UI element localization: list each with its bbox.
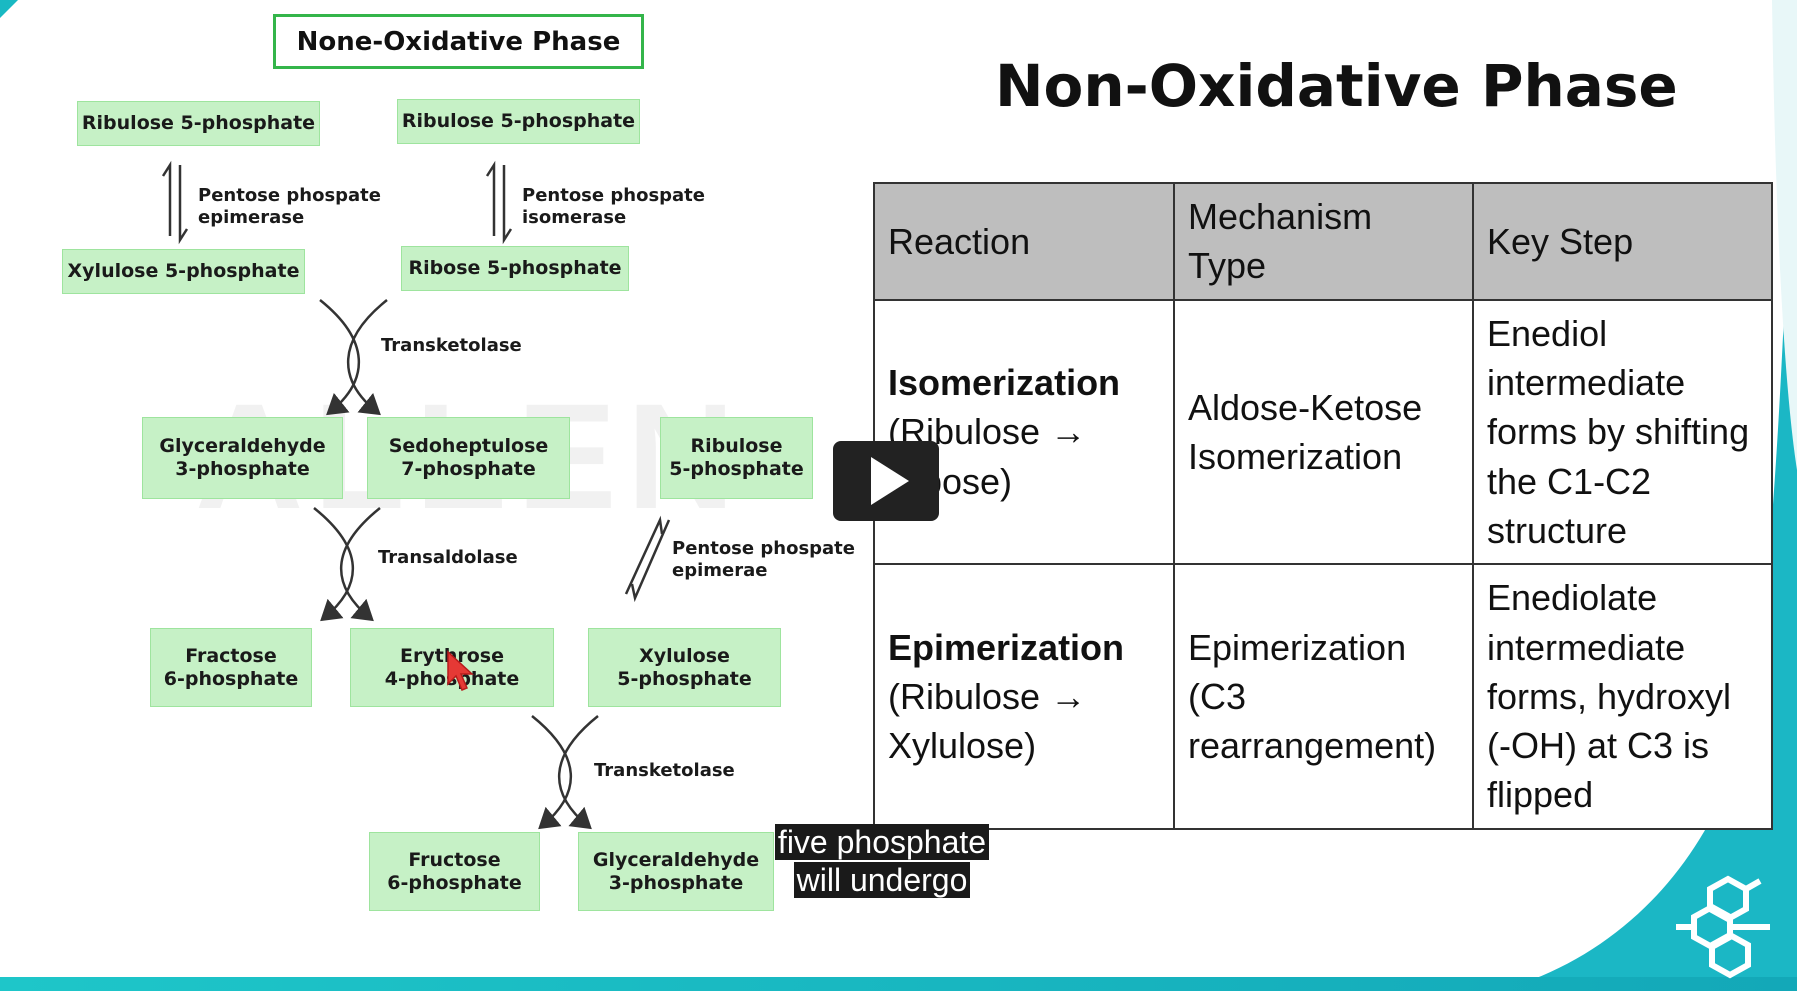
mechanism-cell: Epimerization (C3 rearrangement) xyxy=(1173,563,1474,830)
table-row: Isomerization(Ribulose → Ribose) Aldose-… xyxy=(873,298,1773,566)
box-sedoheptulose-7-phosphate: Sedoheptulose 7-phosphate xyxy=(367,417,570,499)
box-ribulose-5-phosphate-mid: Ribulose 5-phosphate xyxy=(660,417,813,499)
cursor-icon xyxy=(447,650,474,691)
reaction-cell: Epimerization (Ribulose → Xylulose) xyxy=(873,563,1175,830)
enzyme-isomerase: Pentose phospate isomerase xyxy=(522,185,705,228)
reaction-table: Reaction Mechanism Type Key Step Isomeri… xyxy=(873,182,1773,830)
reaction-detail: (Ribulose → Xylulose) xyxy=(888,675,1087,767)
video-caption: five phosphate will undergo xyxy=(772,823,992,899)
enzyme-transketolase-2: Transketolase xyxy=(594,760,735,781)
epimerase-right-arrow xyxy=(624,515,671,603)
pathway-arrows xyxy=(161,160,671,830)
box-ribose-5-phosphate: Ribose 5-phosphate xyxy=(401,246,629,291)
corner-accent xyxy=(0,0,18,18)
reaction-cell: Isomerization(Ribulose → Ribose) xyxy=(873,298,1175,566)
enzyme-transketolase-1: Transketolase xyxy=(381,335,522,356)
box-fractose-6-phosphate: Fractose 6-phosphate xyxy=(150,628,312,707)
box-glyceraldehyde-3-phosphate-mid: Glyceraldehyde 3-phosphate xyxy=(142,417,343,499)
key-step-cell: Enediol intermediate forms by shifting t… xyxy=(1472,298,1773,566)
hexagon-logo-icon xyxy=(1676,875,1770,979)
transketolase-2-arrow xyxy=(531,715,599,830)
play-icon xyxy=(871,457,909,505)
key-step-cell: Enediolate intermediate forms, hydroxyl … xyxy=(1472,563,1773,830)
reaction-name: Isomerization xyxy=(888,361,1121,403)
diagram-title: None-Oxidative Phase xyxy=(273,14,644,69)
box-xylulose-5-phosphate-top: Xylulose 5-phosphate xyxy=(62,249,305,294)
play-button[interactable] xyxy=(833,441,939,521)
box-xylulose-5-phosphate-mid: Xylulose 5-phosphate xyxy=(588,628,781,707)
bottom-accent-bar xyxy=(0,977,1797,991)
transketolase-1-arrow xyxy=(319,299,388,416)
mechanism-cell: Aldose-Ketose Isomerization xyxy=(1173,298,1474,566)
table-header-row: Reaction Mechanism Type Key Step xyxy=(873,182,1773,301)
header-mechanism-type: Mechanism Type xyxy=(1173,182,1474,301)
enzyme-epimerase-left: Pentose phospate epimerase xyxy=(198,185,381,228)
reaction-name: Epimerization xyxy=(888,626,1125,668)
teal-background-shape xyxy=(1497,0,1797,991)
isomerase-arrow xyxy=(485,160,513,245)
enzyme-epimerase-right: Pentose phospate epimerae xyxy=(672,538,855,581)
caption-line-2: will undergo xyxy=(793,862,971,898)
box-glyceraldehyde-3-phosphate-bottom: Glyceraldehyde 3-phosphate xyxy=(578,832,774,911)
transaldolase-arrow xyxy=(313,507,381,622)
header-reaction: Reaction xyxy=(873,182,1175,301)
caption-line-1: five phosphate xyxy=(774,824,990,860)
table-row: Epimerization (Ribulose → Xylulose) Epime… xyxy=(873,563,1773,830)
box-fructose-6-phosphate: Fructose 6-phosphate xyxy=(369,832,540,911)
box-ribulose-5-phosphate-right: Ribulose 5-phosphate xyxy=(397,99,640,144)
slide-title: Non-Oxidative Phase xyxy=(995,52,1678,120)
header-key-step: Key Step xyxy=(1472,182,1773,301)
enzyme-transaldolase: Transaldolase xyxy=(378,547,518,568)
box-ribulose-5-phosphate-left: Ribulose 5-phosphate xyxy=(77,101,320,146)
epimerase-left-arrow xyxy=(161,160,189,245)
